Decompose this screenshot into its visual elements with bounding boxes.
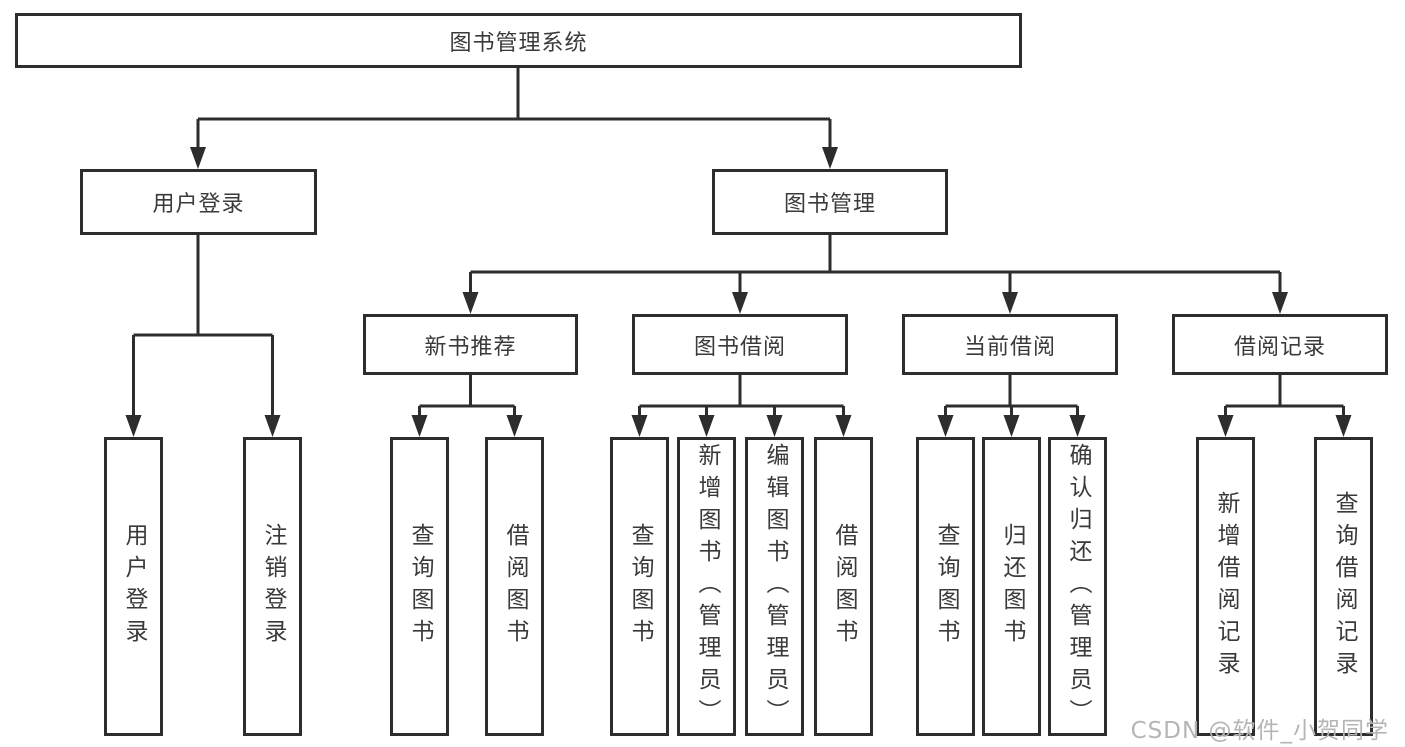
leaf-query-borrow-record: 查询借阅记录 bbox=[1314, 437, 1373, 736]
node-current-borrow: 当前借阅 bbox=[902, 314, 1118, 375]
leaf-user-login: 用户登录 bbox=[104, 437, 163, 736]
node-borrow-records: 借阅记录 bbox=[1172, 314, 1388, 375]
csdn-watermark: CSDN @软件_小贺同学 bbox=[1130, 718, 1389, 744]
node-new-book-recommend-label: 新书推荐 bbox=[424, 334, 517, 360]
leaf-query-book-current: 查询图书 bbox=[916, 437, 975, 736]
connector-root bbox=[196, 68, 832, 150]
connector-book-borrow bbox=[638, 375, 845, 418]
leaf-add-borrow-record: 新增借阅记录 bbox=[1196, 437, 1255, 736]
arrowhead bbox=[732, 292, 748, 314]
arrowhead bbox=[835, 415, 852, 437]
leaf-query-book-current-label: 查询图书 bbox=[933, 522, 959, 651]
node-user-login: 用户登录 bbox=[80, 169, 317, 235]
node-book-management-label: 图书管理 bbox=[783, 192, 876, 217]
leaf-query-borrow-record-label: 查询借阅记录 bbox=[1331, 490, 1357, 683]
leaf-confirm-return-admin-label: 确认归还（管理员） bbox=[1065, 442, 1091, 731]
node-book-borrow-label: 图书借阅 bbox=[693, 334, 786, 360]
connector-borrow-records bbox=[1224, 375, 1345, 418]
node-root-label: 图书管理系统 bbox=[449, 30, 588, 56]
arrowhead bbox=[190, 147, 206, 169]
leaf-edit-book-admin: 编辑图书（管理员） bbox=[745, 437, 804, 736]
leaf-query-book-borrow: 查询图书 bbox=[610, 437, 669, 736]
leaf-edit-book-admin-label: 编辑图书（管理员） bbox=[762, 442, 788, 731]
arrowhead bbox=[462, 292, 479, 314]
node-current-borrow-label: 当前借阅 bbox=[963, 334, 1056, 360]
leaf-return-book: 归还图书 bbox=[982, 437, 1041, 736]
arrowhead bbox=[264, 415, 281, 437]
leaf-add-borrow-record-label: 新增借阅记录 bbox=[1213, 490, 1239, 683]
leaf-query-book-recommend-label: 查询图书 bbox=[407, 522, 433, 651]
leaf-query-book-recommend: 查询图书 bbox=[390, 437, 449, 736]
arrowhead bbox=[698, 415, 715, 437]
leaf-borrow-book-label: 借阅图书 bbox=[831, 522, 857, 651]
arrowhead bbox=[1069, 415, 1086, 437]
leaf-confirm-return-admin: 确认归还（管理员） bbox=[1048, 437, 1107, 736]
arrowhead bbox=[631, 415, 648, 437]
node-user-login-label: 用户登录 bbox=[152, 192, 245, 217]
arrowhead bbox=[937, 415, 954, 437]
connector-new-book-rec bbox=[418, 375, 516, 418]
node-book-borrow: 图书借阅 bbox=[632, 314, 848, 375]
leaf-return-book-label: 归还图书 bbox=[999, 522, 1025, 651]
leaf-add-book-admin-label: 新增图书（管理员） bbox=[694, 442, 720, 731]
arrowhead bbox=[1002, 292, 1018, 314]
leaf-add-book-admin: 新增图书（管理员） bbox=[677, 437, 736, 736]
arrowhead bbox=[506, 415, 523, 437]
leaf-query-book-borrow-label: 查询图书 bbox=[627, 522, 653, 651]
node-book-management: 图书管理 bbox=[712, 169, 948, 235]
leaf-logout: 注销登录 bbox=[243, 437, 302, 736]
leaf-logout-label: 注销登录 bbox=[260, 522, 286, 651]
leaf-borrow-book-recommend-label: 借阅图书 bbox=[502, 522, 528, 651]
leaf-borrow-book-recommend: 借阅图书 bbox=[485, 437, 544, 736]
arrowhead bbox=[125, 415, 142, 437]
arrowhead bbox=[411, 415, 428, 437]
arrowhead bbox=[1272, 292, 1288, 314]
connector-current-borrow bbox=[944, 375, 1079, 418]
node-borrow-records-label: 借阅记录 bbox=[1233, 334, 1326, 360]
leaf-borrow-book: 借阅图书 bbox=[814, 437, 873, 736]
arrowhead bbox=[766, 415, 783, 437]
arrowhead bbox=[1003, 415, 1020, 437]
node-new-book-recommend: 新书推荐 bbox=[363, 314, 578, 375]
connector-user-login bbox=[132, 235, 274, 418]
arrowhead bbox=[1335, 415, 1352, 437]
leaf-user-login-label: 用户登录 bbox=[121, 522, 147, 651]
arrowhead bbox=[1217, 415, 1234, 437]
arrowhead bbox=[822, 147, 838, 169]
node-root: 图书管理系统 bbox=[15, 13, 1022, 68]
connector-book-mgmt bbox=[469, 235, 1282, 295]
